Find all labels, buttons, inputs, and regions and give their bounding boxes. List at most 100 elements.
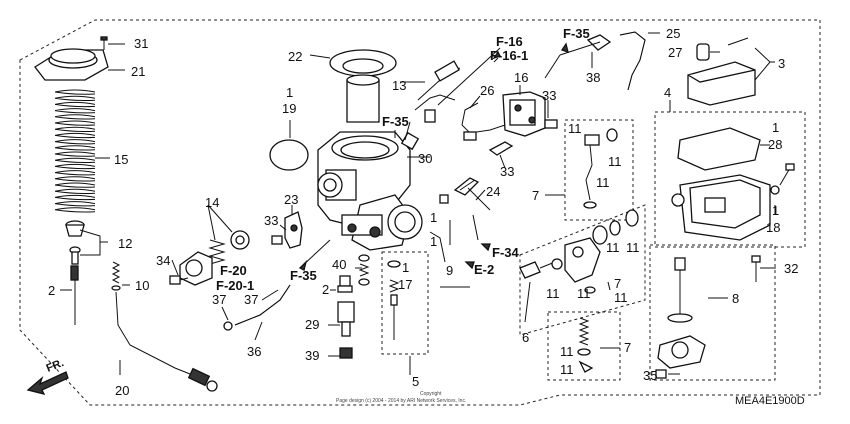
ref-e2[interactable]: E-2 xyxy=(474,262,494,277)
callout-15[interactable]: 15 xyxy=(114,152,128,167)
spring-10[interactable] xyxy=(111,261,121,291)
callout-1-c[interactable]: 1 xyxy=(430,210,437,225)
callout-33-a[interactable]: 33 xyxy=(542,88,556,103)
screw-35[interactable] xyxy=(655,369,667,379)
float-chamber-body[interactable] xyxy=(671,174,771,241)
needle-jet-29[interactable] xyxy=(337,301,355,337)
callout-31[interactable]: 31 xyxy=(134,36,148,51)
callout-3[interactable]: 3 xyxy=(778,56,785,71)
harness-26[interactable] xyxy=(461,102,506,141)
pilot-screw-40[interactable] xyxy=(358,254,370,286)
callout-32[interactable]: 32 xyxy=(784,261,798,276)
callout-36[interactable]: 36 xyxy=(247,344,261,359)
throttle-cable-20[interactable] xyxy=(115,291,218,392)
callout-17[interactable]: 17 xyxy=(398,277,412,292)
spring-15[interactable] xyxy=(54,89,96,213)
screw-33-left[interactable] xyxy=(271,235,283,245)
clip-37[interactable] xyxy=(223,321,233,331)
sensor-16[interactable] xyxy=(502,91,546,137)
ref-f20[interactable]: F-20 xyxy=(220,263,247,278)
callout-8[interactable]: 8 xyxy=(732,291,739,306)
screw-34[interactable] xyxy=(169,275,189,285)
drain-screw-18[interactable] xyxy=(770,163,795,195)
callout-11-j[interactable]: 11 xyxy=(560,362,574,377)
callout-11-f[interactable]: 11 xyxy=(546,286,560,301)
callout-9[interactable]: 9 xyxy=(446,263,453,278)
callout-29[interactable]: 29 xyxy=(305,317,319,332)
main-jet-39[interactable] xyxy=(339,347,353,359)
screw-33-mid[interactable] xyxy=(488,141,514,156)
callout-20[interactable]: 20 xyxy=(115,383,129,398)
link-rod-7[interactable] xyxy=(583,128,618,209)
callout-11-i[interactable]: 11 xyxy=(560,344,574,359)
ref-f16-1[interactable]: F-16-1 xyxy=(490,48,528,63)
callout-16[interactable]: 16 xyxy=(514,70,528,85)
diaphragm-22[interactable] xyxy=(329,49,397,123)
callout-30[interactable]: 30 xyxy=(418,151,432,166)
needle-holder-12[interactable] xyxy=(65,220,85,265)
ref-f35-top[interactable]: F-35 xyxy=(563,26,590,41)
callout-11-a[interactable]: 11 xyxy=(568,121,582,136)
callout-7-c[interactable]: 7 xyxy=(624,340,631,355)
callout-11-d[interactable]: 11 xyxy=(606,240,620,255)
drain-tube-36[interactable] xyxy=(234,284,291,326)
callout-33-c[interactable]: 33 xyxy=(264,213,278,228)
callout-14[interactable]: 14 xyxy=(205,195,219,210)
link-bolt-6[interactable] xyxy=(519,258,563,279)
callout-35[interactable]: 35 xyxy=(643,368,657,383)
callout-2-b[interactable]: 2 xyxy=(322,282,329,297)
top-cover-21[interactable] xyxy=(34,48,109,81)
callout-1-d[interactable]: 1 xyxy=(430,234,437,249)
callout-1-e[interactable]: 1 xyxy=(772,203,779,218)
choke-cap[interactable] xyxy=(230,230,250,250)
callout-26[interactable]: 26 xyxy=(480,83,494,98)
callout-5[interactable]: 5 xyxy=(412,374,419,389)
callout-19[interactable]: 19 xyxy=(282,101,296,116)
callout-28[interactable]: 28 xyxy=(768,137,782,152)
callout-18[interactable]: 18 xyxy=(766,220,780,235)
callout-11-c[interactable]: 11 xyxy=(596,175,610,190)
clip-27[interactable] xyxy=(696,43,710,61)
callout-40[interactable]: 40 xyxy=(332,257,346,272)
callout-11-h[interactable]: 11 xyxy=(614,290,628,305)
vent-tube-13[interactable] xyxy=(417,60,461,101)
screw-32[interactable] xyxy=(751,255,761,282)
o-ring-19[interactable] xyxy=(269,139,309,171)
choke-body[interactable] xyxy=(179,251,213,286)
choke-spring-14[interactable] xyxy=(208,239,226,265)
throttle-stop-24[interactable] xyxy=(439,177,491,211)
callout-12[interactable]: 12 xyxy=(118,236,132,251)
washers-11[interactable] xyxy=(584,209,639,294)
callout-6[interactable]: 6 xyxy=(522,330,529,345)
callout-33-b[interactable]: 33 xyxy=(500,164,514,179)
callout-11-e[interactable]: 11 xyxy=(626,240,640,255)
carburetor-body[interactable] xyxy=(317,131,423,251)
callout-37-b[interactable]: 37 xyxy=(244,292,258,307)
callout-13[interactable]: 13 xyxy=(392,78,406,93)
callout-38[interactable]: 38 xyxy=(586,70,600,85)
throttle-arm[interactable] xyxy=(564,237,601,283)
callout-11-b[interactable]: 11 xyxy=(608,154,622,169)
callout-11-g[interactable]: 11 xyxy=(577,286,591,301)
callout-4[interactable]: 4 xyxy=(664,85,671,100)
ref-f35-mid[interactable]: F-35 xyxy=(382,114,409,129)
jet-2b[interactable] xyxy=(337,275,353,293)
float-3[interactable] xyxy=(687,37,756,106)
ref-f16[interactable]: F-16 xyxy=(496,34,523,49)
gasket-28[interactable] xyxy=(677,127,761,171)
callout-2[interactable]: 2 xyxy=(48,283,55,298)
callout-39[interactable]: 39 xyxy=(305,348,319,363)
callout-7-a[interactable]: 7 xyxy=(532,188,539,203)
spring-kit-7[interactable] xyxy=(577,317,594,373)
needle-kit-5[interactable] xyxy=(387,260,401,340)
ref-f20-1[interactable]: F-20-1 xyxy=(216,278,254,293)
accelerator-pump-8[interactable] xyxy=(657,257,706,369)
callout-23[interactable]: 23 xyxy=(284,192,298,207)
callout-27[interactable]: 27 xyxy=(668,45,682,60)
ref-f35-left[interactable]: F-35 xyxy=(290,268,317,283)
callout-1-a[interactable]: 1 xyxy=(286,85,293,100)
bracket-23[interactable] xyxy=(284,211,303,249)
ref-f34[interactable]: F-34 xyxy=(492,245,520,260)
callout-10[interactable]: 10 xyxy=(135,278,149,293)
callout-37-a[interactable]: 37 xyxy=(212,292,226,307)
